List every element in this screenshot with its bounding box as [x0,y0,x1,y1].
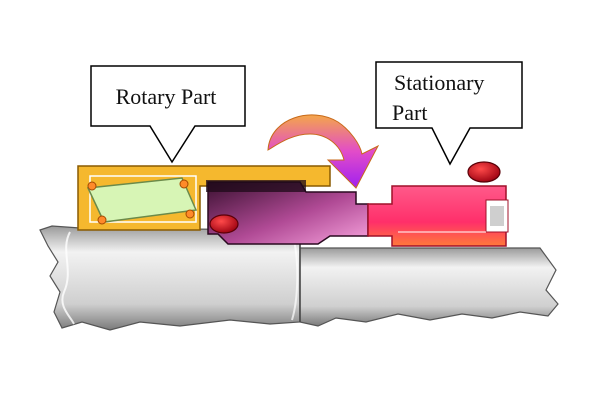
o-ring-icon [209,214,239,234]
rotary-insert [86,177,198,225]
stationary-part-callout: Stationary Part [375,61,523,166]
rotary-part-callout: Rotary Part [90,65,246,164]
rotating-seal-ring [206,180,369,245]
shaft [39,225,559,331]
stationary-part-label-line2: Part [392,100,427,125]
curved-arrow-icon [267,114,380,189]
o-ring-icon [467,161,501,183]
rotary-part-label: Rotary Part [116,84,217,109]
stationary-seat [367,185,509,247]
stationary-part-label-line1: Stationary [394,70,484,95]
